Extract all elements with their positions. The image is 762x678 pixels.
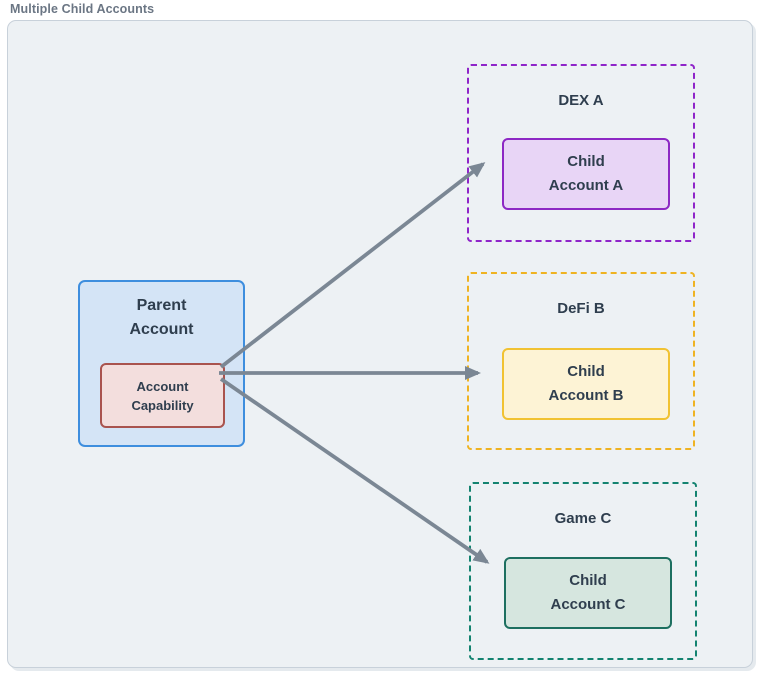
child-account-c-node: Child Account C (504, 557, 672, 629)
child-account-b-node: Child Account B (502, 348, 670, 420)
group-game-c-label: Game C (554, 510, 612, 527)
group-defi-b-label: DeFi B (557, 300, 605, 317)
account-capability-node: Account Capability (100, 363, 225, 428)
parent-account-node: Parent Account Account Capability (78, 280, 245, 447)
child-b-label-line-1: Child (567, 363, 605, 380)
group-dex-a-label: DEX A (558, 92, 604, 109)
diagram-frame: Parent Account Account Capability DEX A … (7, 20, 753, 668)
child-account-a-node: Child Account A (502, 138, 670, 210)
child-b-label-line-2: Account B (548, 387, 624, 404)
diagram-title: Multiple Child Accounts (10, 2, 155, 16)
parent-label-line-1: Parent (136, 297, 187, 314)
child-c-label-line-1: Child (569, 572, 607, 589)
capability-label-line-1: Account (136, 378, 189, 394)
parent-label-line-2: Account (129, 321, 194, 338)
child-a-label-line-1: Child (567, 153, 605, 170)
parent-account-label: Parent Account (80, 294, 243, 342)
group-dex-a: DEX A Child Account A (467, 64, 695, 242)
group-game-c: Game C Child Account C (469, 482, 697, 660)
group-defi-b: DeFi B Child Account B (467, 272, 695, 450)
child-c-label-line-2: Account C (550, 596, 626, 613)
child-a-label-line-2: Account A (548, 177, 624, 194)
capability-label-line-2: Capability (131, 397, 194, 413)
